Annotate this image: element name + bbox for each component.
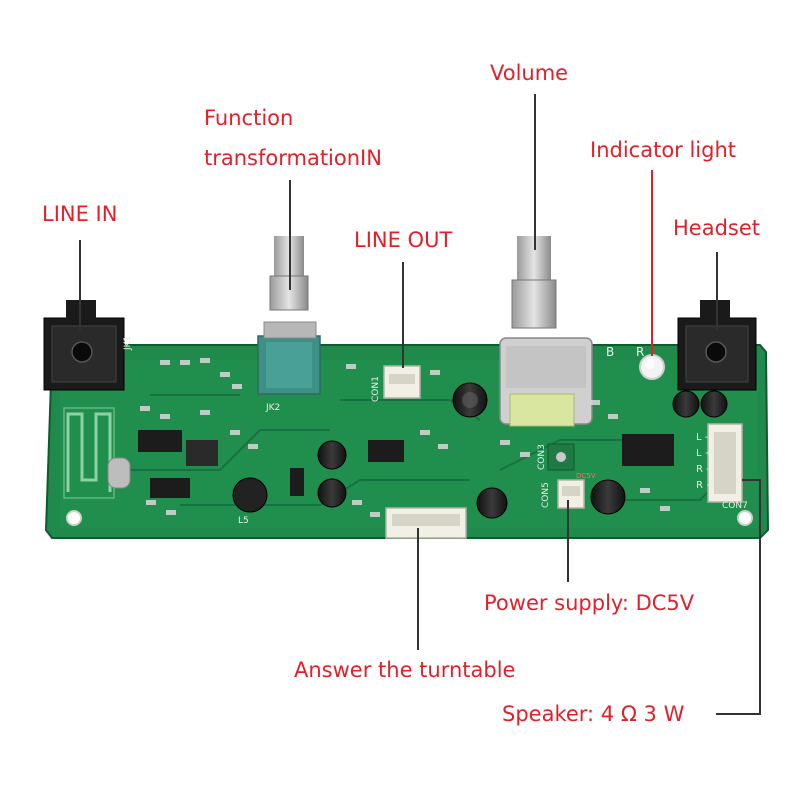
silk-b: B bbox=[606, 345, 614, 359]
label-indicator-light: Indicator light bbox=[590, 138, 737, 162]
silk-r: R bbox=[636, 345, 644, 359]
label-headset: Headset bbox=[673, 216, 761, 240]
label-speaker: Speaker: 4 Ω 3 W bbox=[502, 702, 685, 726]
ic-chips bbox=[138, 430, 674, 498]
connector-turntable bbox=[385, 507, 467, 539]
mounting-hole bbox=[66, 510, 82, 526]
function-switch-knob bbox=[257, 236, 321, 395]
silk-l5: L5 bbox=[238, 516, 249, 526]
silk-jk1: JK1 bbox=[123, 336, 133, 351]
silk-dc5v: DC5V bbox=[576, 472, 596, 480]
silk-r-minus: R - bbox=[696, 464, 710, 475]
volume-knob bbox=[499, 236, 593, 427]
crystal bbox=[107, 457, 131, 489]
mounting-hole bbox=[737, 510, 753, 526]
connector-line-out bbox=[383, 365, 421, 399]
silk-con5: CON5 bbox=[541, 482, 551, 508]
label-function-line2: transformationIN bbox=[204, 146, 382, 170]
label-line-in: LINE IN bbox=[42, 202, 118, 226]
silk-con1: CON1 bbox=[371, 376, 381, 402]
silk-jk2: JK2 bbox=[265, 403, 280, 413]
connector-speaker bbox=[707, 423, 743, 503]
label-volume: Volume bbox=[490, 61, 569, 85]
line-in-jack bbox=[43, 300, 125, 391]
silk-con7: CON7 bbox=[722, 501, 748, 511]
connector-power bbox=[557, 479, 585, 509]
indicator-led bbox=[639, 354, 665, 380]
silk-l-plus: L + bbox=[696, 448, 713, 459]
leader-speaker bbox=[716, 479, 761, 715]
silk-l-minus: L - bbox=[696, 432, 709, 443]
antenna-trace bbox=[63, 407, 115, 499]
connector-con3 bbox=[547, 443, 575, 471]
label-line-out: LINE OUT bbox=[354, 228, 453, 252]
inductor-l5 bbox=[232, 477, 268, 513]
smd-components bbox=[140, 358, 670, 517]
electrolytic-capacitors bbox=[317, 382, 728, 519]
label-power-supply: Power supply: DC5V bbox=[484, 591, 695, 615]
silk-r-plus: R + bbox=[696, 480, 715, 491]
label-turntable: Answer the turntable bbox=[294, 658, 516, 682]
silk-con3: CON3 bbox=[537, 444, 547, 470]
label-function-line1: Function bbox=[204, 106, 294, 130]
